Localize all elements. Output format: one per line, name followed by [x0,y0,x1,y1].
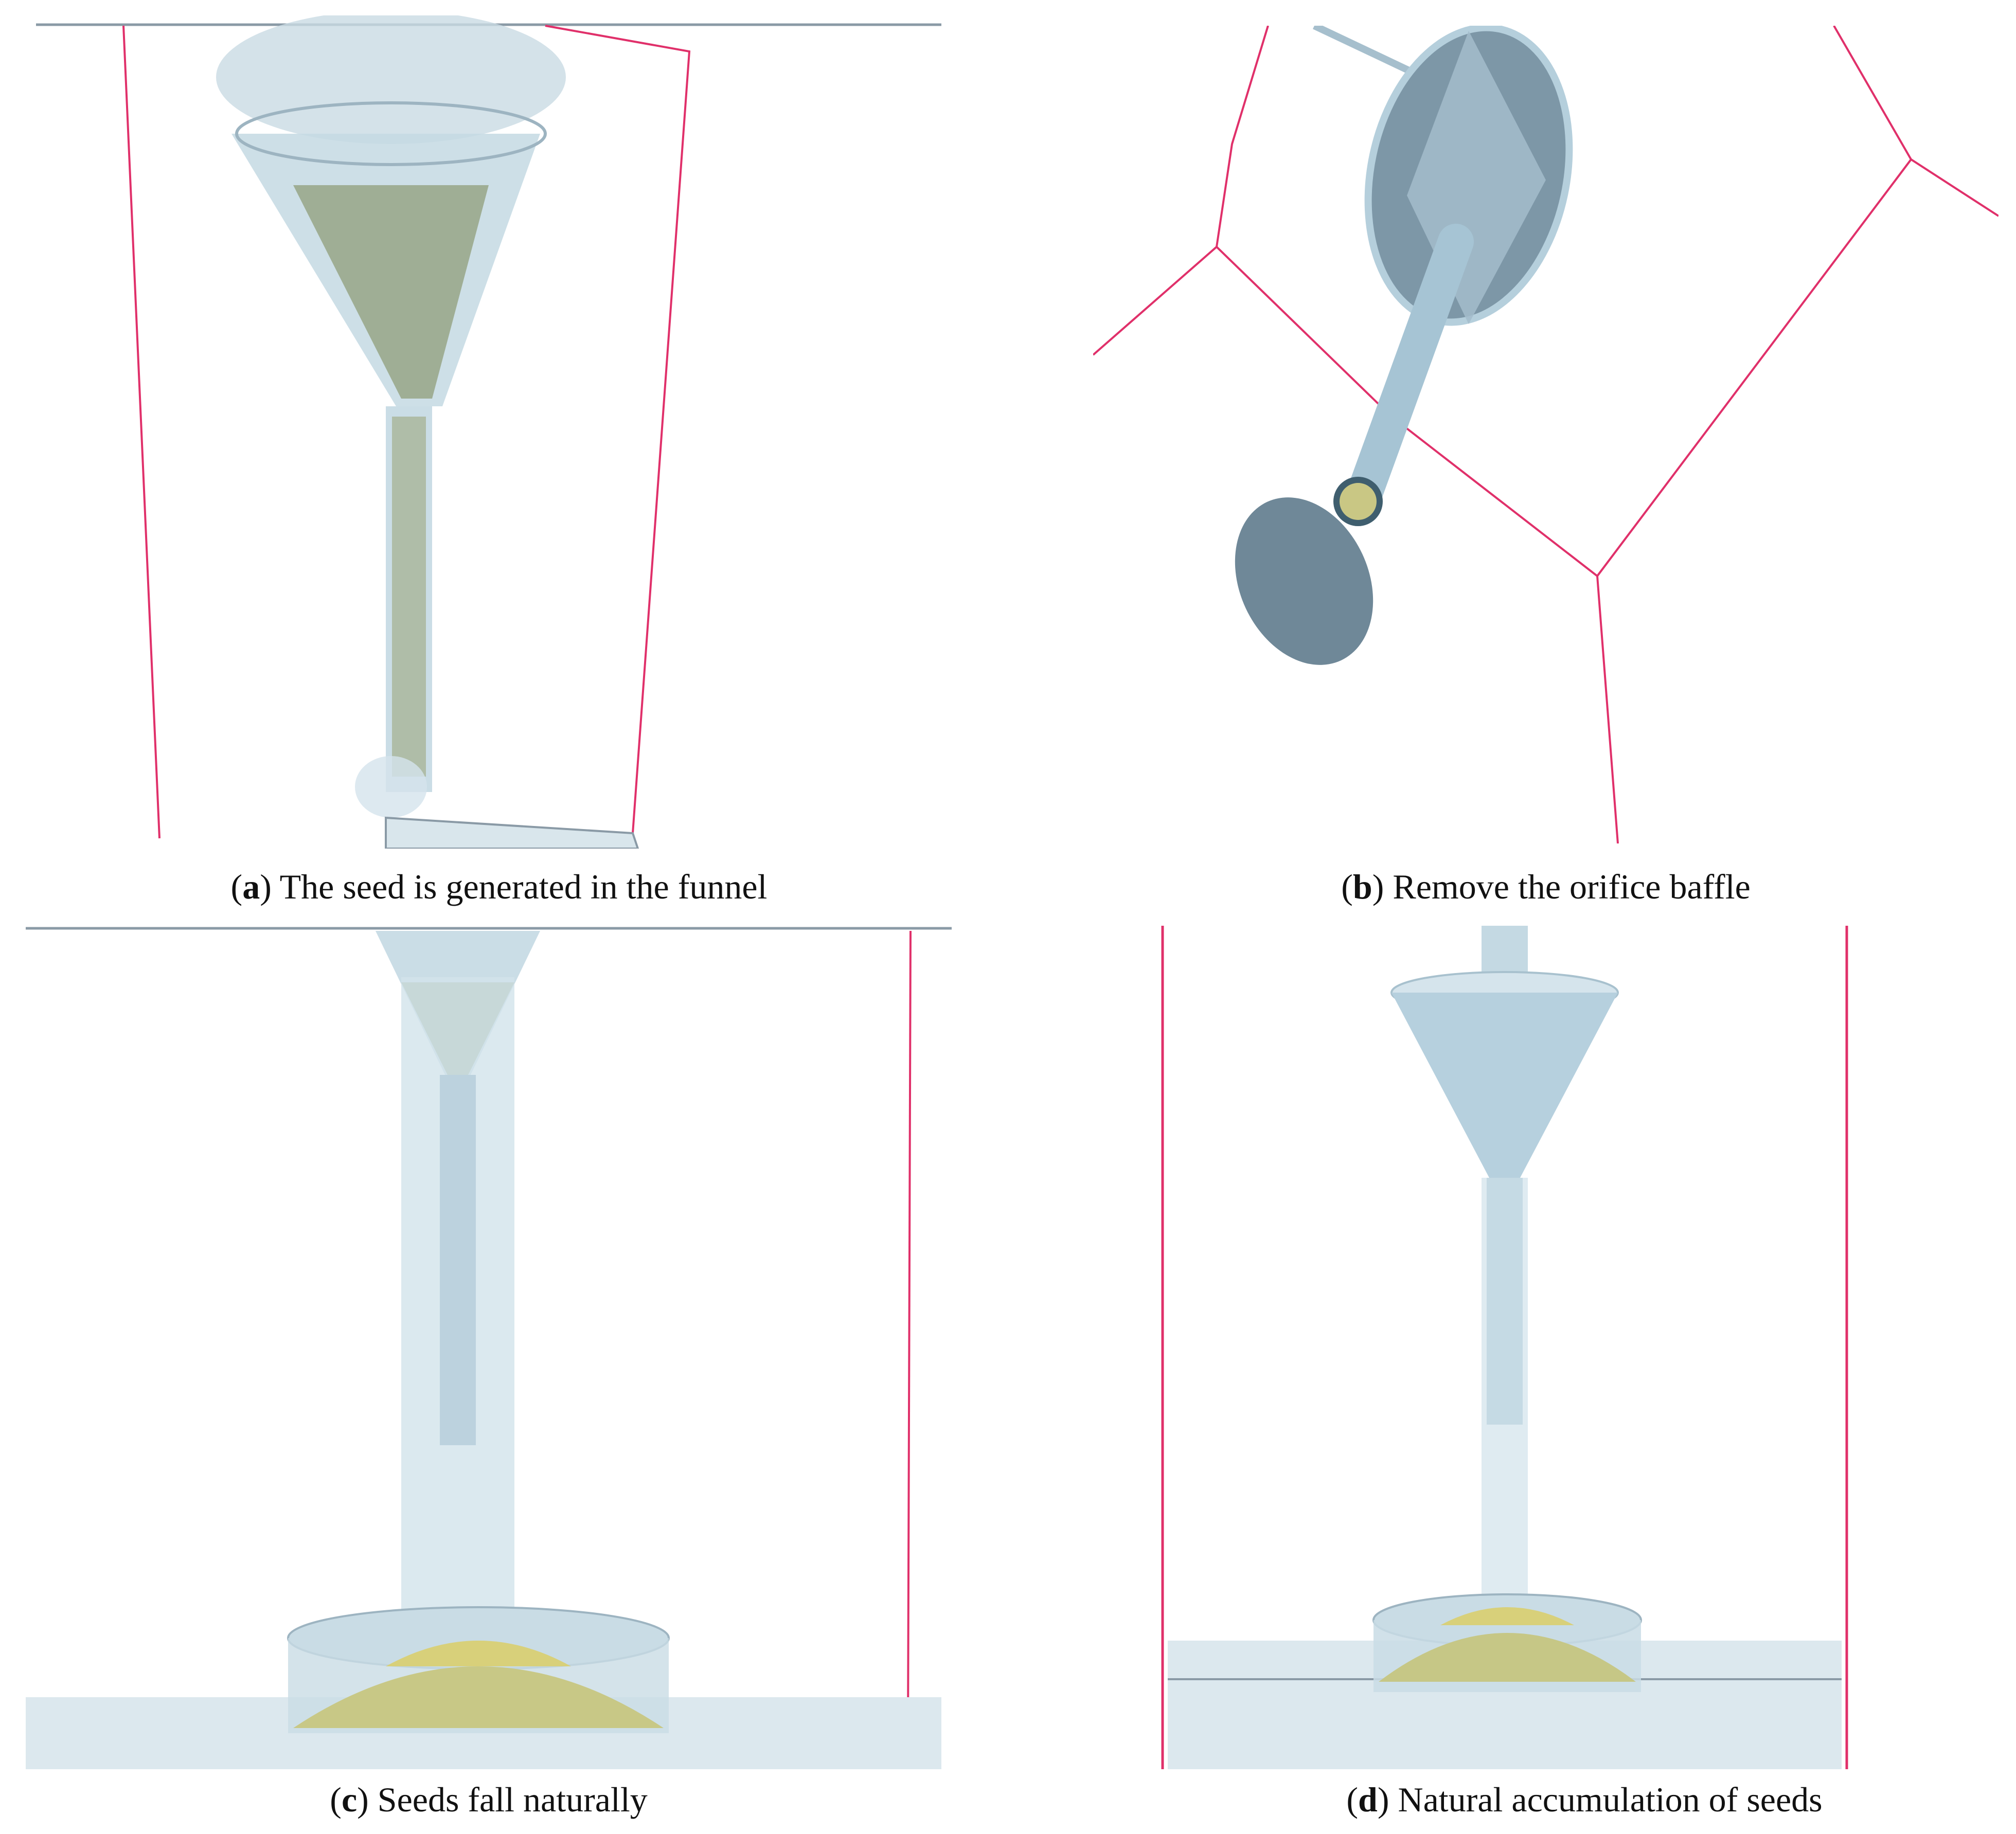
seeds-falling-render [26,927,952,1769]
caption-c-letter: c [341,1780,358,1819]
panel-d-image [1157,926,2011,1769]
caption-b-text: ) Remove the orifice baffle [1372,867,1751,906]
orifice-baffle-render [1093,26,1999,843]
panel-c-image [26,926,952,1769]
panel-a-image [26,15,972,849]
caption-d-text: ) Natural accumulation of seeds [1377,1780,1823,1819]
seed-accumulation-render [1161,926,1848,1769]
caption-b: (b) Remove the orifice baffle [1341,867,1751,906]
caption-a-text: ) The seed is generated in the funnel [260,867,768,906]
funnel-seed-generation-render [36,15,941,849]
caption-b-letter: b [1352,867,1372,906]
caption-c: (c) Seeds fall naturally [330,1780,648,1819]
panel-b-image [1093,26,1999,843]
caption-d-letter: d [1358,1780,1378,1819]
caption-d: (d) Natural accumulation of seeds [1346,1780,1823,1819]
caption-a: (a) The seed is generated in the funnel [230,867,768,906]
caption-a-letter: a [242,867,260,906]
caption-c-text: ) Seeds fall naturally [357,1780,648,1819]
